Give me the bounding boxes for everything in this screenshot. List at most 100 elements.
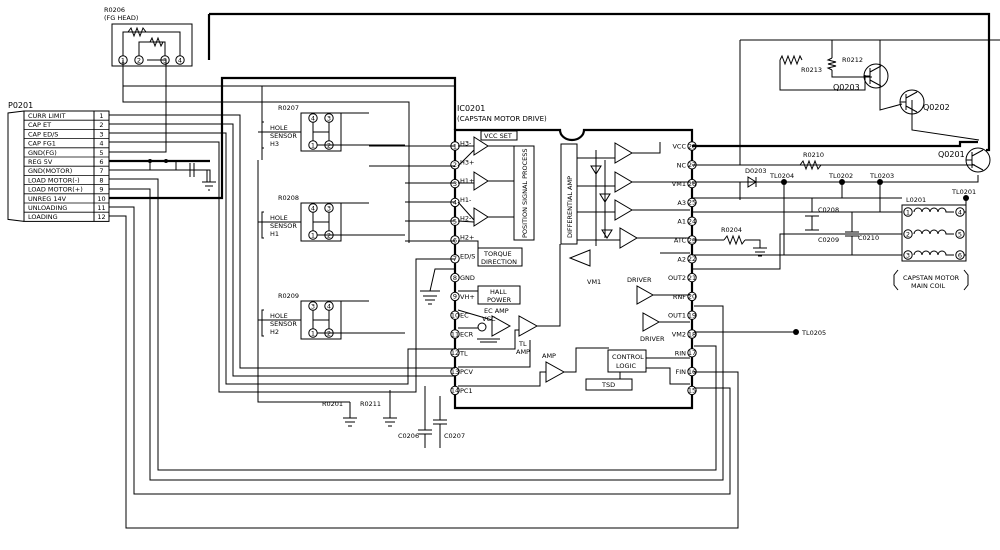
connector-pin-num: 7: [99, 167, 103, 175]
ic-pin-right-num: 25: [688, 199, 696, 207]
connector-pin-num: 9: [99, 186, 103, 194]
ic-pin-left: 10: [450, 310, 460, 320]
hall-sensor-pin: 3: [308, 301, 318, 311]
ic-pin-left-num: 13: [451, 368, 459, 376]
ic-pin-right: 22: [687, 254, 697, 264]
ic-pin-right-num: 24: [688, 218, 696, 226]
ic-pin-right-label: A1: [677, 218, 686, 226]
ic-pin-left-num: 4: [453, 199, 457, 207]
connector-pin-label: CURR LIMIT: [28, 112, 65, 120]
c0210-label: C0210: [858, 234, 879, 242]
connector-pin-num: 4: [99, 140, 103, 148]
ic-pin-left-label: H3+: [460, 158, 474, 166]
tl-amp-label-2: AMP: [516, 348, 530, 356]
connector-pin-num: 8: [99, 176, 103, 184]
fg-head-ref: R0206: [104, 6, 125, 14]
coil-wiring: [692, 197, 902, 270]
coil-pin-num: 1: [906, 208, 910, 216]
connector-pin-num: 11: [97, 204, 105, 212]
ic-pin-left-num: 2: [453, 161, 457, 169]
connector-pin-label: CAP ET: [28, 121, 51, 129]
tl0203-label: TL0203: [869, 172, 894, 180]
ic-pin-left: 12: [450, 348, 460, 358]
coil-pin: 6: [955, 250, 965, 260]
ic-pin-left-label: H2+: [460, 234, 474, 242]
ic-pin-right-label: RIN: [675, 349, 686, 357]
ic-pin-right-num: 20: [688, 293, 696, 301]
ic-pin-right-num: 18: [688, 330, 696, 338]
connector-pin-label: LOADING: [28, 213, 58, 221]
ic-pin-right-num: 15: [688, 387, 696, 395]
ic-pin-left: 11: [450, 329, 460, 339]
ic-pin-left-label: EC: [460, 312, 469, 320]
connector-pin-num: 6: [99, 158, 103, 166]
ic-pin-left-label: TL: [459, 349, 468, 357]
ic-pin-left: 8: [450, 272, 460, 283]
ic-pin-left-num: 9: [453, 293, 457, 301]
ic-pin-left-label: ECR: [460, 331, 474, 339]
connector-pin-num: 10: [97, 195, 105, 203]
tl0202-label: TL0202: [828, 172, 853, 180]
connector-pin-num: 12: [97, 213, 105, 221]
ic-pin-right-label: OUT2: [668, 274, 686, 282]
ic-pin-left-num: 3: [453, 180, 457, 188]
tsd-label: TSD: [601, 381, 615, 389]
torque-label-2: DIRECTION: [481, 258, 517, 266]
hall-sensor-pin-num: 3: [311, 302, 315, 310]
ic-pin-right-label: VM1: [672, 180, 686, 188]
connector-pin-label: UNREG 14V: [28, 195, 67, 203]
fg-head-pin-num: 2: [137, 56, 141, 64]
hall-power-label-2: POWER: [487, 296, 512, 304]
q0201-label: Q0201: [938, 150, 965, 159]
hall-sensor-label: H1: [270, 230, 279, 238]
coil-pin: 5: [955, 229, 965, 239]
connector-pin-num: 1: [99, 112, 103, 120]
ic-pin-right-num: 17: [688, 349, 696, 357]
coil-pin-num: 5: [958, 230, 962, 238]
tl0204-label: TL0204: [769, 172, 794, 180]
ic-pin-right-label: VCC: [672, 143, 686, 151]
coil-label-1: CAPSTAN MOTOR: [903, 274, 960, 282]
fg-head-pin: 2: [134, 55, 144, 65]
ic-pin-right-label: VM2: [672, 331, 686, 339]
coil-label-bracket: [893, 269, 969, 291]
hall-sensor-ref: R0207: [278, 104, 299, 112]
left-wiring: R0201 R0211 C0206 C0207: [109, 59, 739, 529]
hall-sensor-pin: 1: [308, 140, 318, 150]
ic-internal: VCC SET POSITION SIGNAL PROCESS DIFFEREN…: [457, 130, 690, 391]
coil-label-2: MAIN COIL: [911, 282, 945, 290]
ic-pin-right-num: 22: [688, 255, 696, 263]
ic-pin-left-label: H1-: [460, 196, 472, 204]
coil-pin: 3: [903, 250, 913, 260]
ic-pin-left-num: 8: [453, 274, 457, 282]
amp-label: AMP: [542, 352, 556, 360]
ic-pin-left: 9: [450, 291, 460, 302]
ic-pin-right-label: NC: [677, 161, 687, 169]
ic-pin-left: 13: [450, 366, 460, 377]
hall-sensor-label: HOLE: [270, 214, 288, 222]
coil-pin: 4: [955, 207, 965, 217]
vm1-label: VM1: [587, 278, 601, 286]
ic-pin-right-label: A3: [677, 199, 686, 207]
ic-pin-right: 21: [687, 272, 697, 283]
ic-pin-left-label: ED/S: [460, 252, 475, 260]
ic-pin-right: 20: [687, 291, 697, 302]
tl0205-label: TL0205: [801, 329, 826, 337]
ic-body: [453, 128, 694, 410]
c0208-label: C0208: [818, 206, 839, 214]
hall-sensor-label: SENSOR: [270, 222, 297, 230]
ic-pin-left-label: H2-: [460, 215, 472, 223]
ic-pin-left-label: H1+: [460, 177, 474, 185]
ic-pin-left-num: 11: [451, 330, 459, 338]
ic-pin-right-num: 16: [688, 368, 696, 376]
q0203-label: Q0203: [833, 83, 860, 92]
connector-pin-label: GND(MOTOR): [28, 167, 72, 175]
r0204-label: R0204: [721, 226, 742, 234]
top-wiring: [207, 12, 1000, 200]
hall-sensor-pin-num: 4: [311, 204, 315, 212]
ic-pin-right-num: 26: [688, 180, 696, 188]
hall-sensor-pin-num: 3: [327, 204, 331, 212]
ic-pin-right: 17: [687, 348, 697, 358]
diode-d0203: [747, 176, 757, 188]
